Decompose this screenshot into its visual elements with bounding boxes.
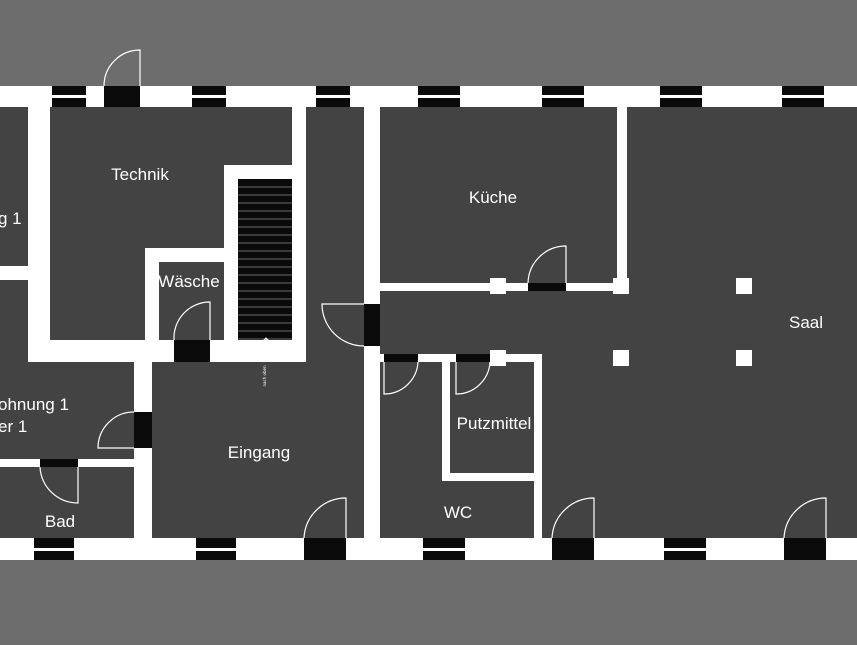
room-label-saal: Saal xyxy=(789,313,823,332)
windows-bottom xyxy=(34,538,706,560)
room-label-left-top: g 1 xyxy=(0,209,22,228)
room-label-technik: Technik xyxy=(111,165,169,184)
room-label-kueche: Küche xyxy=(469,188,517,207)
room-label-putzmittel: Putzmittel xyxy=(457,414,532,433)
room-label-wc: WC xyxy=(444,503,472,522)
room-labels: Technik Wäsche Küche Saal Eingang Putzmi… xyxy=(0,165,823,531)
stair-note: nach oben xyxy=(262,365,267,386)
columns xyxy=(490,278,752,366)
room-label-eingang: Eingang xyxy=(228,443,290,462)
room-label-waesche: Wäsche xyxy=(158,272,219,291)
door-swings xyxy=(39,49,827,539)
door-openings xyxy=(40,86,826,560)
windows-top xyxy=(52,86,824,107)
room-label-wohnung-line2: er 1 xyxy=(0,417,27,436)
room-label-bad: Bad xyxy=(45,512,75,531)
staircase: nach oben xyxy=(238,179,292,386)
floor-area xyxy=(0,86,857,560)
room-label-wohnung-line1: ohnung 1 xyxy=(0,395,69,414)
